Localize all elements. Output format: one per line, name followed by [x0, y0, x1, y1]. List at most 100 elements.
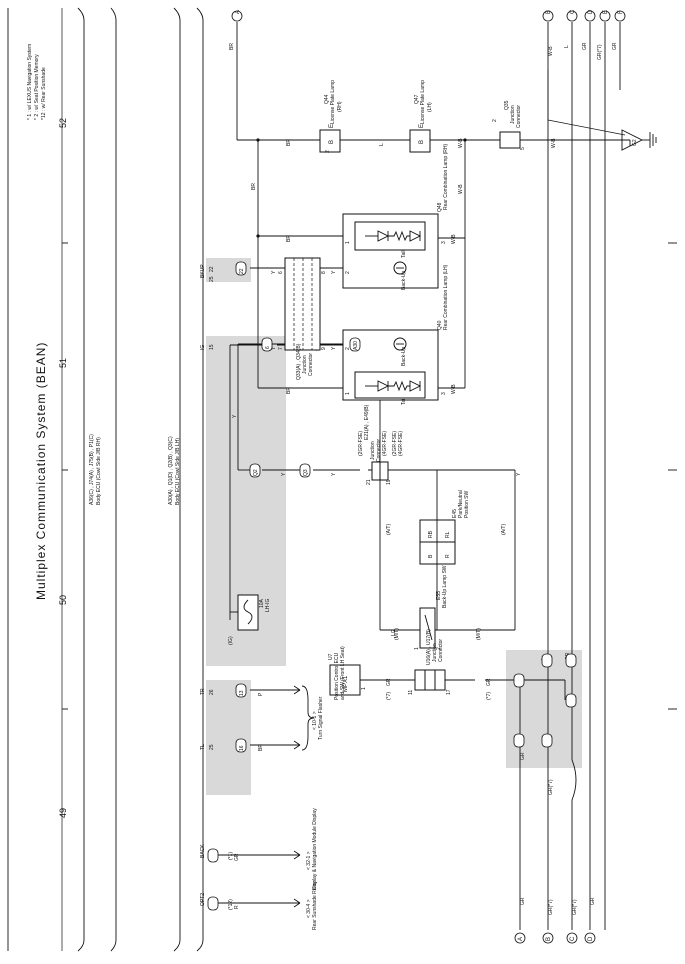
svg-text:25: 25 — [209, 276, 215, 282]
svg-text:2: 2 — [345, 347, 351, 350]
svg-text:26: 26 — [209, 689, 215, 695]
svg-text:Y: Y — [331, 472, 337, 476]
svg-text:GR: GR — [520, 897, 526, 905]
svg-text:(A/T): (A/T) — [501, 524, 507, 535]
svg-text:E21(A) , E49(B): E21(A) , E49(B) — [364, 404, 370, 440]
svg-text:GR(*7): GR(*7) — [572, 899, 578, 915]
svg-text:Y: Y — [271, 346, 277, 350]
svg-text:Q40: Q40 — [437, 320, 443, 330]
svg-text:(2GR-FSE): (2GR-FSE) — [358, 431, 364, 456]
svg-text:(M/T): (M/T) — [394, 628, 400, 640]
pill-a30: A30 — [349, 337, 361, 352]
svg-text:22: 22 — [209, 266, 215, 272]
terminal-tl: TL — [200, 744, 206, 750]
ref-e-top: E — [599, 10, 611, 22]
svg-text:(*7): (*7) — [486, 692, 492, 700]
svg-text:3: 3 — [441, 392, 447, 395]
svg-text:(M/T): (M/T) — [476, 628, 482, 640]
svg-text:9: 9 — [321, 347, 327, 350]
svg-text:6: 6 — [278, 271, 284, 274]
svg-text:(IG): (IG) — [228, 636, 234, 645]
page-number-49: 49 — [58, 808, 68, 818]
svg-text:22: 22 — [239, 268, 245, 274]
pill-u6 — [565, 693, 577, 708]
svg-text:Connector: Connector — [516, 105, 522, 128]
svg-text:Junction: Junction — [432, 643, 438, 662]
svg-text:Q3: Q3 — [303, 469, 309, 476]
svg-text:L: L — [564, 45, 570, 48]
pill-back — [207, 848, 219, 863]
backup-lamp-switch: 1 2 E55 Back-Up Lamp SW (M/T) (M/T) — [394, 565, 482, 650]
svg-text:Q35: Q35 — [504, 100, 510, 110]
svg-text:License Plate Lamp: License Plate Lamp — [420, 80, 426, 124]
svg-text:(RH): (RH) — [337, 101, 343, 112]
svg-text:1: 1 — [361, 687, 367, 690]
svg-text:RL: RL — [445, 531, 451, 538]
note-2: * 2 : w/ Seat Position Memory — [34, 54, 40, 120]
junction-connector-u16: 11 17 U16(A) , U17(B) Junction Connector — [408, 629, 452, 695]
ref-b-top: B — [542, 10, 554, 22]
svg-text:Back-Up: Back-Up — [401, 347, 407, 366]
svg-text:(A/T): (A/T) — [386, 524, 392, 535]
svg-text:Position SW: Position SW — [464, 490, 470, 518]
rear-combination-lamp-rh: Tail Back-Up 1 2 3 Q48 Rear Combination … — [342, 144, 449, 290]
svg-text:21: 21 — [366, 479, 372, 485]
svg-text:GR: GR — [590, 897, 596, 905]
svg-text:GR(*7): GR(*7) — [548, 899, 554, 915]
svg-text:L: L — [379, 143, 385, 146]
page-number-51: 51 — [58, 358, 68, 368]
pill-p1b: 16 — [235, 738, 247, 753]
svg-text:Q48: Q48 — [437, 202, 443, 212]
svg-text:2: 2 — [492, 119, 498, 122]
ref-f-top: F — [614, 10, 626, 22]
svg-text:BR: BR — [251, 183, 257, 190]
svg-text:BR: BR — [229, 43, 235, 50]
svg-text:Connector: Connector — [308, 353, 314, 376]
svg-text:Junction: Junction — [370, 441, 376, 460]
ref-d-bottom: D — [584, 932, 596, 944]
svg-text:7: 7 — [278, 347, 284, 350]
svg-text:A30: A30 — [353, 341, 359, 350]
svg-text:< 10-1 >: < 10-1 > — [312, 711, 318, 730]
svg-text:Junction: Junction — [302, 355, 308, 374]
svg-text:17: 17 — [446, 689, 452, 695]
svg-text:2: 2 — [345, 271, 351, 274]
ref-a-bottom: A — [514, 932, 526, 944]
svg-text:< 32-1 >: < 32-1 > — [306, 851, 312, 870]
svg-text:8: 8 — [321, 271, 327, 274]
note-1: * 1 : w/ LEXUS Navigation System — [27, 44, 33, 120]
svg-text:D: D — [588, 9, 594, 14]
svg-text:Back-Up Lamp SW: Back-Up Lamp SW — [442, 565, 448, 608]
notes: * 1 : w/ LEXUS Navigation System * 2 : w… — [27, 44, 47, 120]
page-title: Multiplex Communication System (BEAN) — [34, 342, 48, 600]
pill-u4 — [513, 733, 525, 748]
svg-text:BR: BR — [258, 744, 264, 751]
svg-text:Connector: Connector — [376, 439, 382, 462]
svg-text:BR: BR — [286, 235, 292, 242]
svg-text:Junction: Junction — [510, 105, 516, 124]
svg-text:W-B: W-B — [451, 234, 457, 244]
svg-text:Rear Sunshade Relay: Rear Sunshade Relay — [312, 881, 318, 930]
rear-sunshade-relay: (*12) Rear Sunshade Relay < 30-4 > — [228, 881, 318, 930]
svg-text:6: 6 — [265, 346, 271, 349]
svg-text:E: E — [419, 124, 425, 128]
svg-text:Tail: Tail — [401, 250, 407, 258]
svg-text:C: C — [570, 9, 576, 14]
note-3: *12 : w/ Rear Sunshade — [41, 67, 47, 120]
svg-text:GR: GR — [486, 678, 492, 686]
pill-opt2 — [207, 896, 219, 911]
shade-tr-tl — [206, 680, 251, 795]
svg-text:2: 2 — [325, 150, 331, 153]
ecu-rh-line2: Body ECU (Cowl Side J/B RH) — [96, 437, 102, 505]
svg-text:GR: GR — [520, 752, 526, 760]
terminal-bkup: BKUP — [200, 264, 206, 278]
svg-text:Q47: Q47 — [414, 94, 420, 104]
svg-text:Rear Combination Lamp (LH): Rear Combination Lamp (LH) — [443, 264, 449, 330]
ref-d-top: D — [584, 9, 596, 22]
svg-text:W-B: W-B — [458, 138, 464, 148]
position-control-ecu: MPX1 1 U7 Position Control ECU and SW (F… — [328, 646, 492, 700]
svg-text:W-B: W-B — [551, 138, 557, 148]
svg-text:Y: Y — [271, 270, 277, 274]
